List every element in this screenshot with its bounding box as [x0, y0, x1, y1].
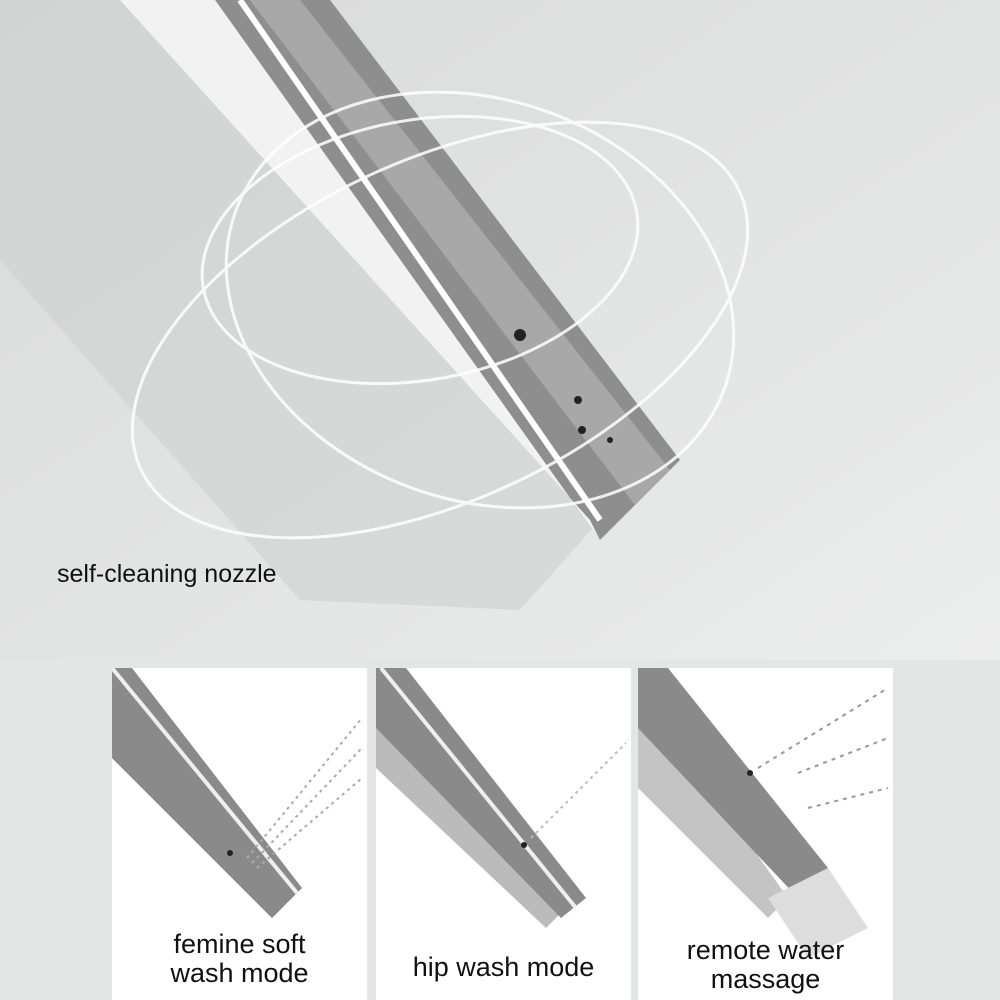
nozzle-spray-massage: [638, 668, 889, 958]
mode-label-hip: hip wash mode: [376, 953, 631, 982]
label-line: remote water: [686, 935, 845, 965]
label-line: massage: [710, 964, 821, 994]
mode-panel-massage: remote water massage: [638, 668, 893, 1000]
mode-label-feminine: femine soft wash mode: [112, 930, 367, 988]
hero-caption: self-cleaning nozzle: [57, 560, 277, 588]
nozzle-illustration: [0, 0, 1000, 660]
nozzle-hero-image: self-cleaning nozzle: [0, 0, 1000, 660]
mode-panel-feminine: femine soft wash mode: [112, 668, 367, 1000]
nozzle-spray-hip: [376, 668, 627, 928]
mode-label-massage: remote water massage: [638, 936, 893, 994]
mode-panel-hip: hip wash mode: [376, 668, 631, 1000]
label-line: femine soft: [173, 929, 306, 959]
nozzle-spray-feminine: [112, 668, 363, 918]
label-line: hip wash mode: [412, 952, 595, 982]
label-line: wash mode: [170, 958, 309, 988]
